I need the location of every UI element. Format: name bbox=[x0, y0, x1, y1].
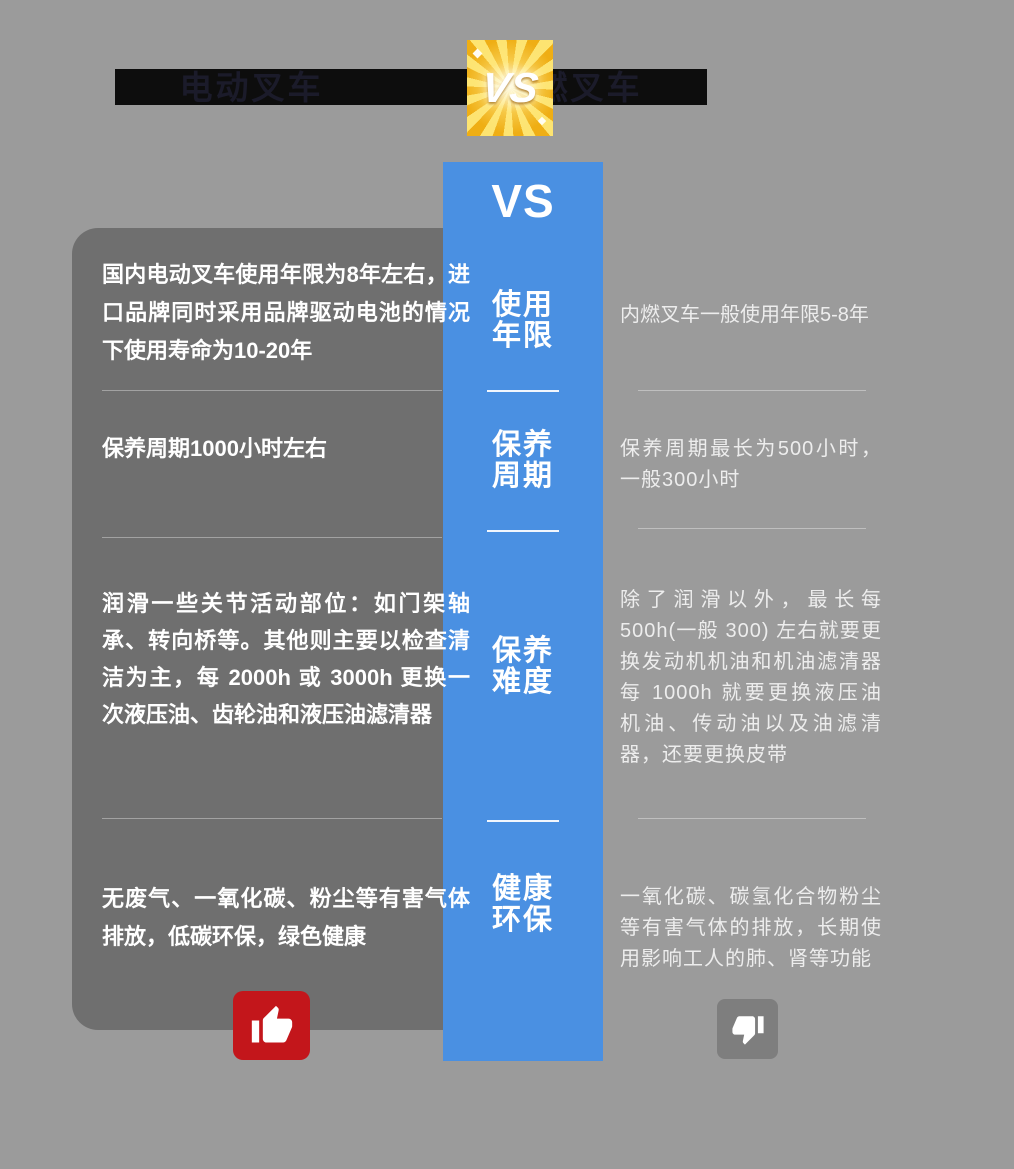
divider bbox=[638, 528, 866, 529]
category-line: 年限 bbox=[491, 320, 554, 352]
ic-point-health-environment: 一氧化碳、碳氢化合物粉尘等有害气体的排放，长期使用影响工人的肺、肾等功能 bbox=[620, 886, 882, 970]
vs-badge-label: VS bbox=[479, 64, 541, 111]
category-line: 保养 bbox=[491, 429, 554, 461]
electric-point-service-life: 国内电动叉车使用年限为8年左右，进口品牌同时采用品牌驱动电池的情况下使用寿命为1… bbox=[102, 262, 470, 363]
category-line: 环保 bbox=[491, 904, 554, 936]
category-label-maintenance-difficulty: 保养 难度 bbox=[443, 636, 603, 698]
title-banner: 电动叉车 内燃叉车 bbox=[115, 69, 707, 105]
thumbs-up-badge bbox=[233, 991, 310, 1060]
thumbs-up-icon bbox=[251, 1005, 292, 1042]
thumbs-down-badge bbox=[717, 999, 778, 1059]
divider bbox=[102, 537, 442, 538]
ic-point-maintenance-cycle: 保养周期最长为500小时，一般300小时 bbox=[620, 438, 882, 491]
vs-column: VS 使用 年限 保养 周期 保养 难度 健康 环保 bbox=[443, 162, 603, 1061]
divider bbox=[487, 820, 559, 822]
category-label-maintenance-cycle: 保养 周期 bbox=[443, 430, 603, 492]
title-left-subject: 电动叉车 bbox=[179, 68, 324, 106]
divider bbox=[102, 818, 442, 819]
divider bbox=[638, 818, 866, 819]
divider bbox=[487, 390, 559, 392]
thumbs-down-icon bbox=[731, 1016, 764, 1045]
electric-point-health-environment: 无废气、一氧化碳、粉尘等有害气体排放，低碳环保，绿色健康 bbox=[102, 886, 470, 949]
category-label-service-life: 使用 年限 bbox=[443, 290, 603, 352]
ic-point-service-life: 内燃叉车一般使用年限5-8年 bbox=[620, 304, 869, 326]
divider bbox=[102, 390, 442, 391]
divider bbox=[487, 530, 559, 532]
ic-point-maintenance-difficulty: 除了润滑以外，最长每 500h(一般 300) 左右就要更换发动机机油和机油滤清… bbox=[620, 589, 882, 766]
divider bbox=[638, 390, 866, 391]
electric-panel bbox=[72, 228, 495, 1030]
vs-badge: VS bbox=[467, 40, 553, 136]
category-line: 保养 bbox=[491, 635, 554, 667]
category-label-health-environment: 健康 环保 bbox=[443, 874, 603, 936]
category-line: 使用 bbox=[491, 289, 554, 321]
electric-point-maintenance-difficulty: 润滑一些关节活动部位：如门架轴承、转向桥等。其他则主要以检查清洁为主，每 200… bbox=[102, 591, 470, 727]
vs-column-header: VS bbox=[491, 175, 555, 227]
category-line: 周期 bbox=[491, 460, 554, 492]
electric-point-maintenance-cycle: 保养周期1000小时左右 bbox=[102, 436, 327, 461]
category-line: 难度 bbox=[491, 666, 554, 698]
category-line: 健康 bbox=[491, 873, 554, 905]
